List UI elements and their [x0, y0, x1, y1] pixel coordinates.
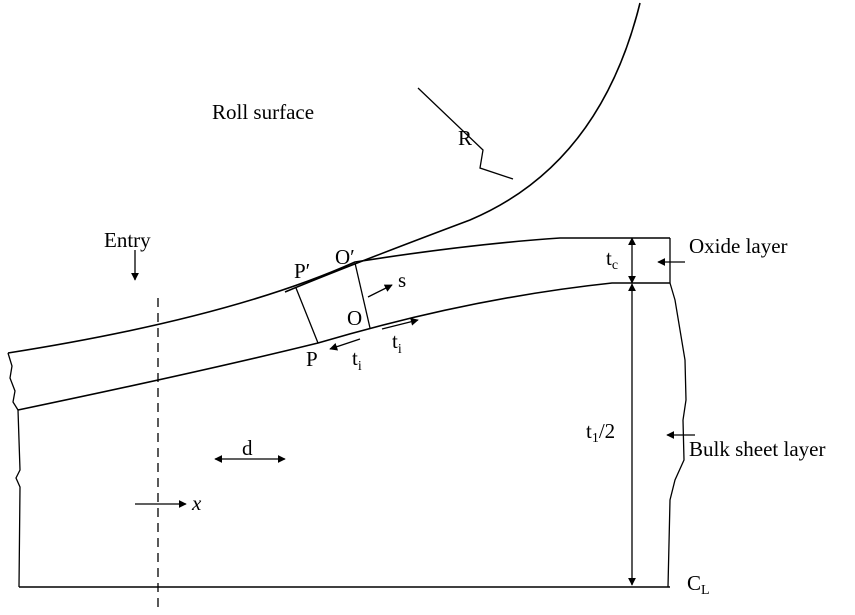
- d-label: d: [242, 436, 253, 460]
- oxide-bulk-interface: [17, 282, 670, 411]
- left-break-edge: [7, 352, 19, 411]
- t1-half-label: t1/2: [586, 419, 615, 446]
- element-right-side: [354, 262, 371, 329]
- o-label: O: [347, 306, 362, 330]
- p-prime-label: P′: [294, 259, 310, 283]
- s-label: s: [398, 268, 406, 292]
- radius-line: [417, 87, 514, 180]
- x-label: x: [191, 491, 202, 515]
- s-arrow: [367, 284, 393, 298]
- oxide-top-surface: [7, 237, 670, 354]
- cl-label: CL: [687, 571, 710, 598]
- roll-surface-label: Roll surface: [212, 100, 314, 124]
- entry-label: Entry: [104, 228, 151, 252]
- p-label: P: [306, 347, 318, 371]
- ti-left-label: ti: [352, 346, 362, 374]
- ti-right-arrow: [381, 317, 419, 330]
- right-bulk-boundary: [667, 282, 687, 588]
- roll-surface-curve: [284, 2, 641, 293]
- element-left-side: [295, 287, 319, 344]
- ti-right-label: ti: [392, 329, 402, 357]
- tc-label: tc: [606, 246, 618, 273]
- left-bulk-boundary: [15, 409, 21, 588]
- ti-left-arrow: [329, 338, 361, 351]
- bulk-sheet-layer-label: Bulk sheet layer: [689, 437, 825, 461]
- radius-label: R: [458, 126, 472, 150]
- oxide-layer-label: Oxide layer: [689, 234, 788, 258]
- o-prime-label: O′: [335, 245, 355, 269]
